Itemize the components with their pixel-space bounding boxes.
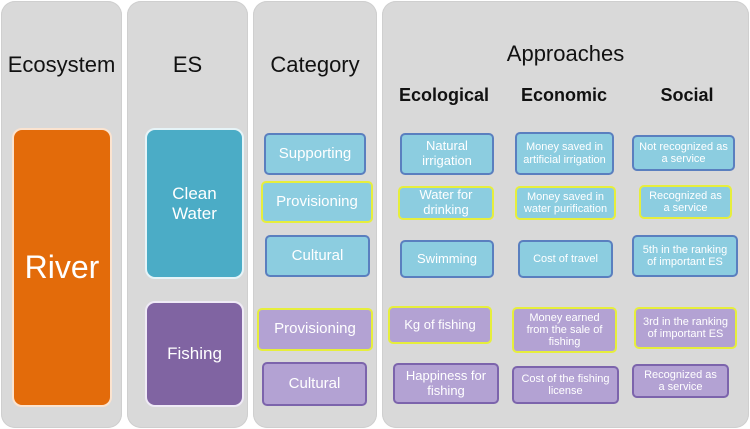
ecological-header: Ecological <box>398 85 490 105</box>
eco-water-for-drinking: Water for drinking <box>398 186 494 220</box>
econ-money-saved-purification: Money saved in water purification <box>515 186 616 220</box>
category-cultural-fishing: Cultural <box>262 362 367 406</box>
economic-header: Economic <box>520 85 608 105</box>
category-supporting: Supporting <box>264 133 366 175</box>
category-provisioning-fishing: Provisioning <box>257 308 373 351</box>
econ-money-earned-fishing: Money earned from the sale of fishing <box>512 307 617 353</box>
river-box: River <box>12 128 112 407</box>
clean-water-box: Clean Water <box>145 128 244 279</box>
eco-happiness-for-fishing: Happiness for fishing <box>393 363 499 404</box>
category-header: Category <box>270 52 360 77</box>
social-header: Social <box>660 85 714 105</box>
social-not-recognized: Not recognized as a service <box>632 135 735 171</box>
category-provisioning-water: Provisioning <box>261 181 373 223</box>
fishing-box: Fishing <box>145 301 244 407</box>
social-5th-ranking: 5th in the ranking of important ES <box>632 235 738 277</box>
eco-swimming: Swimming <box>400 240 494 278</box>
social-3rd-ranking: 3rd in the ranking of important ES <box>634 307 737 349</box>
es-header: ES <box>172 52 203 77</box>
category-cultural-water: Cultural <box>265 235 370 277</box>
econ-cost-fishing-license: Cost of the fishing license <box>512 366 619 404</box>
ecosystem-header: Ecosystem <box>7 52 116 77</box>
econ-money-saved-irrigation: Money saved in artificial irrigation <box>515 132 614 175</box>
econ-cost-of-travel: Cost of travel <box>518 240 613 278</box>
social-recognized-water: Recognized as a service <box>639 185 732 219</box>
social-recognized-fishing: Recognized as a service <box>632 364 729 398</box>
eco-kg-of-fishing: Kg of fishing <box>388 306 492 344</box>
eco-natural-irrigation: Natural irrigation <box>400 133 494 175</box>
approaches-header: Approaches <box>506 41 625 66</box>
